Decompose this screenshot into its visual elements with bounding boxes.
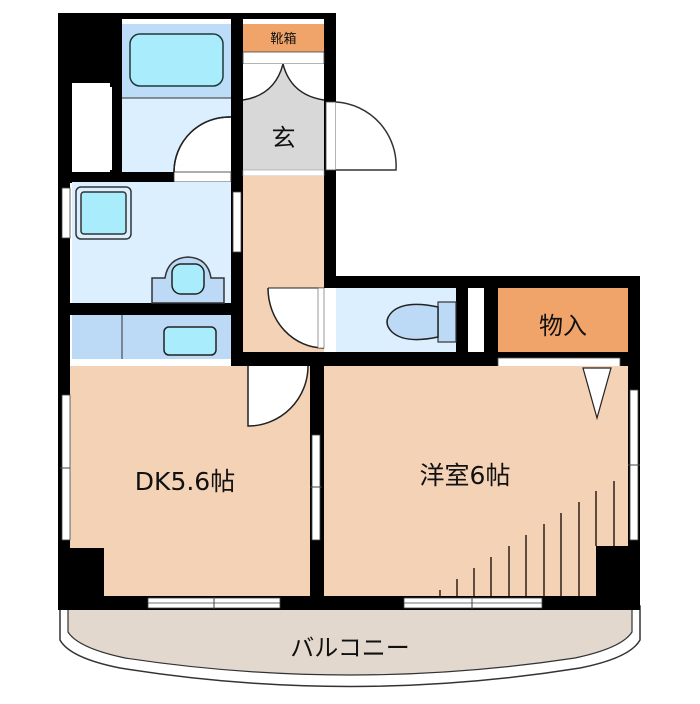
- hallway: [243, 176, 325, 352]
- entrance-label: 玄: [271, 124, 296, 152]
- dk-label: DK5.6帖: [134, 467, 236, 496]
- storage-label: 物入: [539, 312, 587, 340]
- stair-lines: [439, 481, 615, 596]
- entrance: [242, 63, 397, 177]
- western-room-label: 洋室6帖: [419, 461, 511, 490]
- shoe-box: [242, 24, 325, 65]
- storage-closet: [497, 288, 628, 369]
- balcony-label: バルコニー: [290, 634, 410, 662]
- balcony: [59, 605, 641, 688]
- toilet: [336, 288, 484, 352]
- walls: [58, 13, 640, 610]
- niche: [72, 87, 112, 170]
- bathroom: [122, 24, 232, 183]
- shoe-box-label: 靴箱: [270, 32, 297, 47]
- dk-room: [58, 365, 322, 609]
- washroom: [61, 182, 242, 304]
- kitchen-counter: [72, 315, 231, 359]
- western-room: [324, 366, 640, 609]
